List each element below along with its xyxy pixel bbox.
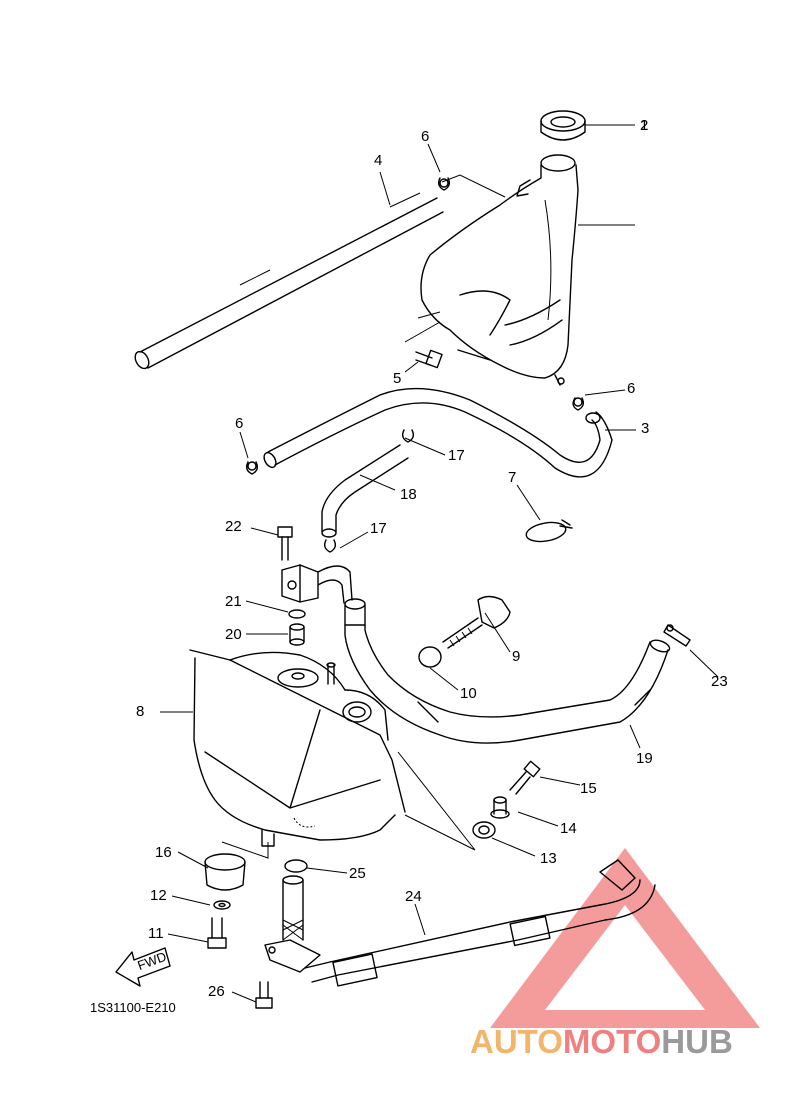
callout-25: 25 (349, 865, 366, 882)
part-long-tube (134, 192, 444, 370)
callout-6a: 6 (421, 128, 429, 145)
drawing-code: 1S31100-E210 (90, 1000, 176, 1015)
part-washer-21 (288, 609, 306, 619)
callout-10: 10 (460, 685, 477, 702)
fwd-label: FWD (135, 949, 168, 973)
part-pipe-24 (304, 859, 656, 987)
part-clip-upper (437, 177, 451, 191)
part-pipe-19 (344, 598, 671, 744)
callout-21: 21 (225, 593, 242, 610)
callout-24: 24 (405, 888, 422, 905)
callout-8: 8 (136, 703, 144, 720)
callout-14: 14 (560, 820, 577, 837)
part-oring-10 (418, 646, 442, 668)
part-collar-20 (289, 623, 305, 646)
callout-22: 22 (225, 518, 242, 535)
part-dipstick (442, 595, 511, 649)
callout-5: 5 (393, 370, 401, 387)
callout-17a: 17 (448, 447, 465, 464)
part-collar-14 (490, 796, 510, 819)
callout-3: 3 (641, 420, 649, 437)
part-clip-17-lower (323, 539, 337, 553)
part-bolt-22 (277, 526, 293, 561)
part-fitting-23 (663, 624, 691, 647)
callout-7: 7 (508, 469, 516, 486)
callout-12: 12 (150, 887, 167, 904)
callout-2: 2 (640, 117, 648, 134)
part-grommet-13 (472, 821, 496, 839)
callout-9: 9 (512, 648, 520, 665)
watermark-part-auto: AUTO (470, 1023, 563, 1060)
part-clip-right (572, 397, 585, 411)
callout-6c: 6 (235, 415, 243, 432)
callout-labels: 1 2 3 4 5 6 6 6 7 8 9 10 11 12 13 14 15 … (136, 117, 728, 1000)
part-clip-left (245, 461, 259, 475)
part-bolt-15 (509, 760, 541, 795)
callout-19: 19 (636, 750, 653, 767)
callout-1: 1 (640, 117, 648, 134)
part-hose-3 (263, 387, 613, 478)
callout-20: 20 (225, 626, 242, 643)
part-clip-17-upper (401, 429, 415, 443)
callout-23: 23 (711, 673, 728, 690)
callout-4: 4 (374, 152, 382, 169)
part-cap (540, 110, 586, 141)
watermark-logo-triangle (490, 848, 760, 1028)
watermark-part-hub: HUB (661, 1023, 733, 1060)
callout-13: 13 (540, 850, 557, 867)
part-bolt-26 (255, 981, 273, 1009)
part-oil-tank (189, 649, 406, 847)
watermark-text: AUTOMOTOHUB (470, 1023, 733, 1060)
leader-lines (160, 124, 719, 1003)
watermark-part-moto: MOTO (563, 1023, 661, 1060)
part-plug-16 (204, 853, 246, 891)
part-bolt-11 (207, 917, 227, 949)
part-washer-12 (213, 900, 231, 910)
callout-26: 26 (208, 983, 225, 1000)
part-hose-18 (321, 444, 409, 538)
part-bracket (281, 564, 353, 604)
callout-6b: 6 (627, 380, 635, 397)
callout-18: 18 (400, 486, 417, 503)
callout-16: 16 (155, 844, 172, 861)
part-clip-7 (525, 519, 573, 543)
part-bolt-5 (415, 349, 443, 369)
callout-15: 15 (580, 780, 597, 797)
part-strainer (264, 875, 321, 973)
part-oring-25 (284, 859, 308, 873)
callout-11: 11 (148, 925, 164, 942)
callout-17b: 17 (370, 520, 387, 537)
part-reservoir-tank (420, 154, 579, 386)
fwd-arrow-icon: FWD (115, 947, 171, 987)
